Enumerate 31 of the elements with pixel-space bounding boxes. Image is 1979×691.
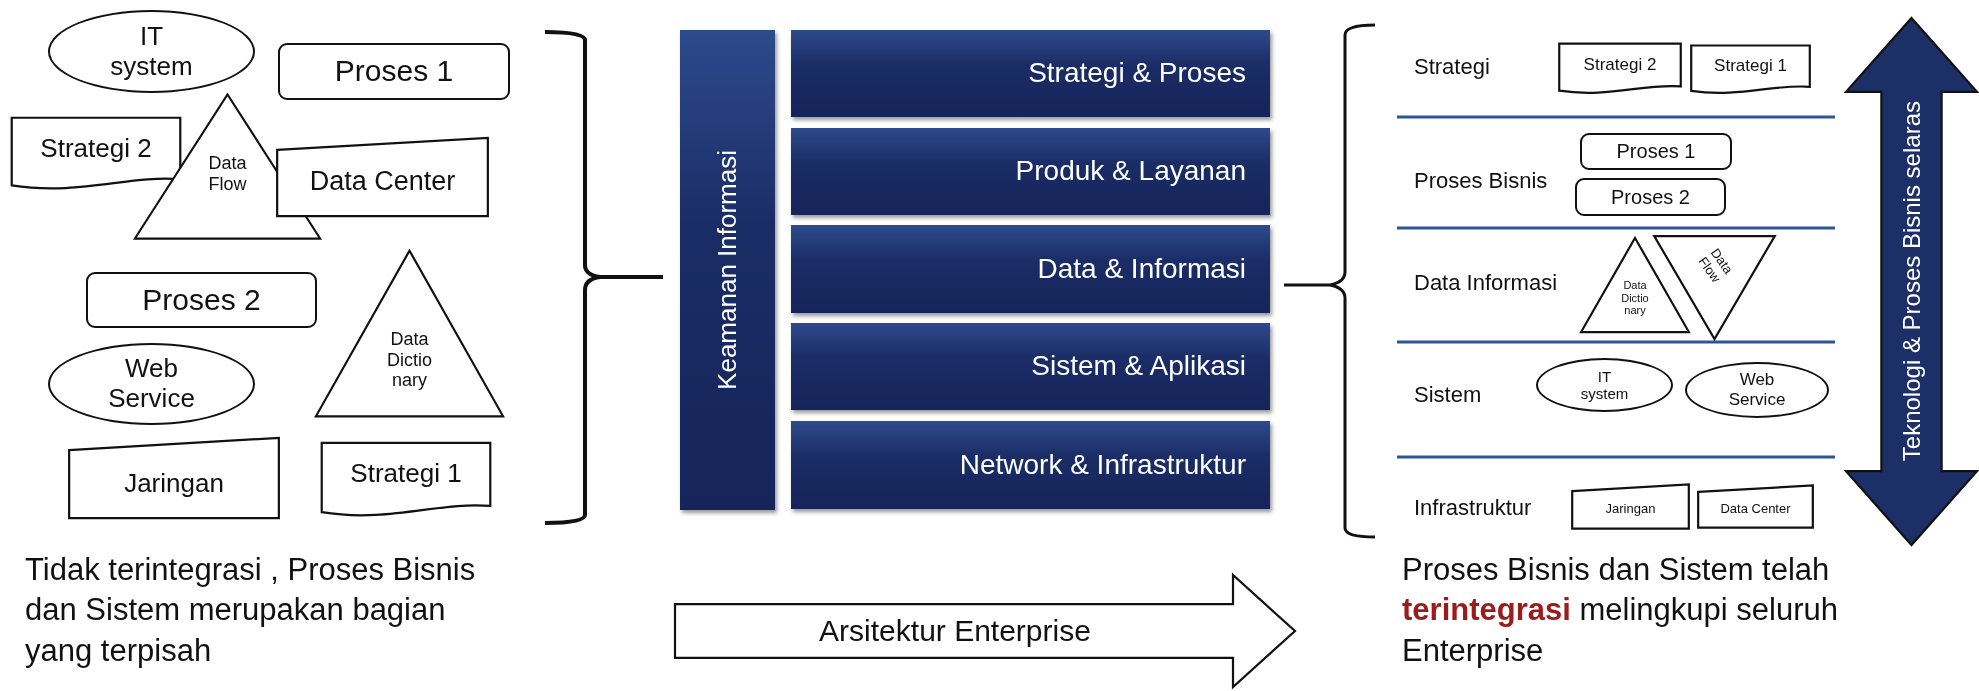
ellipse-shape: Web Service (1685, 362, 1829, 418)
manual-input-shape: Data Center (1697, 485, 1814, 528)
row-label: Infrastruktur (1414, 495, 1532, 521)
caption-text: Proses Bisnis dan Sistem telah terintegrasi melingkupi seluruh Enterprise (1402, 551, 1839, 670)
layer-bar: Data & Informasi (791, 225, 1270, 313)
row-label: Data Informasi (1414, 270, 1558, 296)
manual-input-shape: Data Center (275, 137, 490, 217)
document-shape: Strategi 1 (1690, 45, 1811, 96)
ellipse-shape: IT system (48, 10, 255, 93)
row-label: Sistem (1414, 382, 1482, 408)
layer-bar: Network & Infrastruktur (791, 421, 1270, 509)
rounded-box: Proses 1 (1580, 133, 1732, 170)
row-label: Proses Bisnis (1414, 168, 1548, 194)
triangle-shape: Data Dictio nary (1580, 237, 1690, 333)
rounded-box: Proses 1 (278, 43, 510, 100)
layer-bar: Sistem & Aplikasi (791, 323, 1270, 410)
triangle-shape: Data Dictio nary (314, 249, 505, 418)
layer-bar: Produk & Layanan (791, 128, 1270, 215)
rounded-box: Proses 2 (86, 272, 317, 328)
ellipse-shape: IT system (1536, 358, 1673, 412)
double-arrow: Teknologi & Proses Bisnis selaras (1846, 18, 1977, 545)
caption-text: Tidak terintegrasi , Proses Bisnis dan Sistem merupakan bagian yang terpisah (25, 551, 477, 670)
manual-input-shape: Jaringan (67, 437, 281, 519)
row-label: Strategi (1414, 54, 1490, 80)
manual-input-shape: Jaringan (1571, 484, 1690, 529)
document-shape: Strategi 2 (1558, 43, 1682, 96)
vertical-bar: Keamanan Informasi (680, 30, 775, 510)
block-arrow: Arsitektur Enterprise (675, 575, 1295, 687)
ellipse-shape: Web Service (48, 343, 255, 425)
rounded-box: Proses 2 (1575, 178, 1726, 216)
layer-bar: Strategi & Proses (791, 30, 1270, 117)
